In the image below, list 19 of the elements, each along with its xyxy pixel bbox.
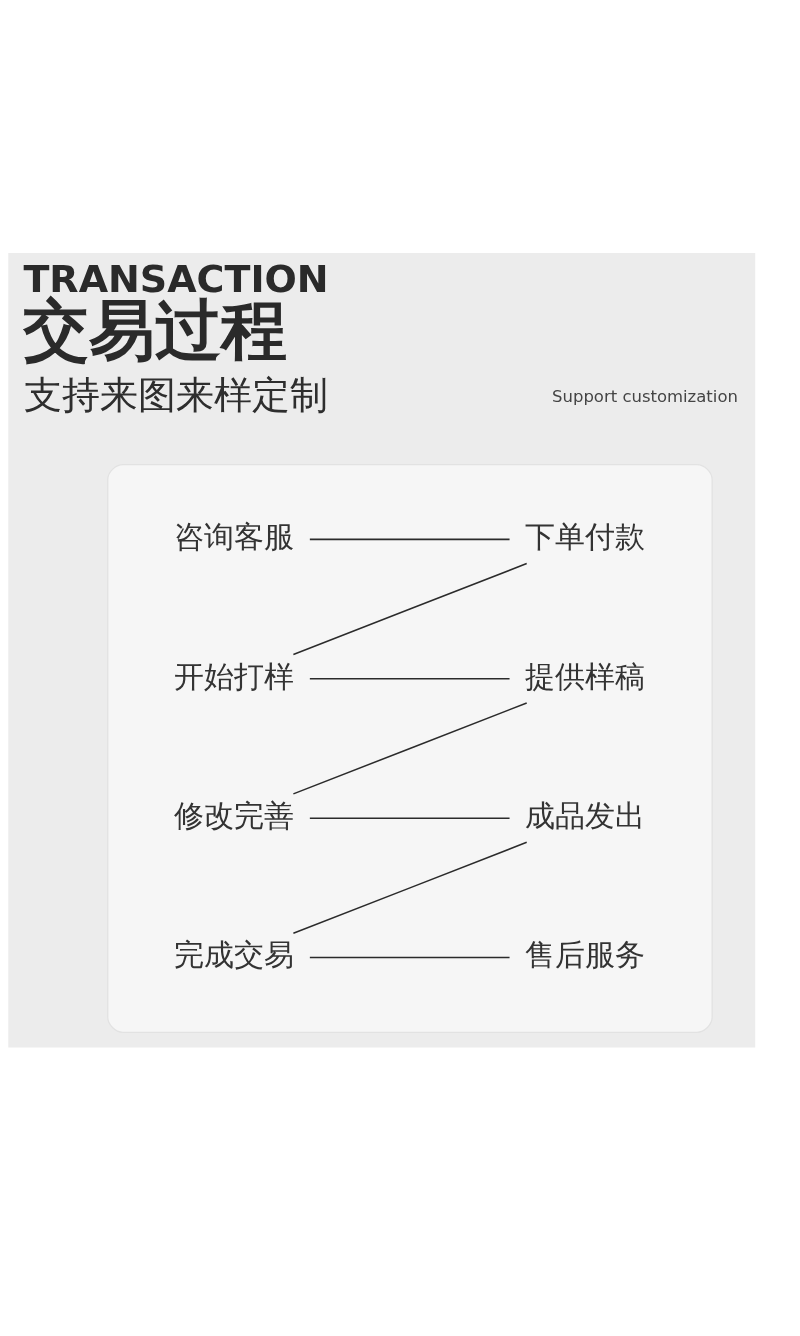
node-text: 开始打样	[174, 658, 295, 694]
connector	[309, 816, 511, 819]
node-text: 售后服务	[525, 936, 646, 972]
diagram-title: TRANSACTION 交易过程	[23, 256, 329, 369]
node-text: 咨询客服	[174, 518, 295, 554]
node-text: 提供样稿	[525, 658, 646, 694]
connector	[309, 538, 511, 540]
cluster	[107, 463, 713, 1033]
label: Support customization	[552, 386, 738, 406]
connector	[309, 956, 511, 958]
connector	[309, 677, 511, 679]
node-text: 成品发出	[525, 797, 646, 833]
node-text: 下单付款	[525, 518, 646, 554]
label: 支持来图来样定制	[24, 372, 329, 417]
connector	[292, 562, 528, 655]
connector	[292, 701, 528, 795]
connector	[292, 841, 528, 934]
node-text: 修改完善	[174, 797, 295, 833]
node-text: 完成交易	[174, 936, 295, 972]
